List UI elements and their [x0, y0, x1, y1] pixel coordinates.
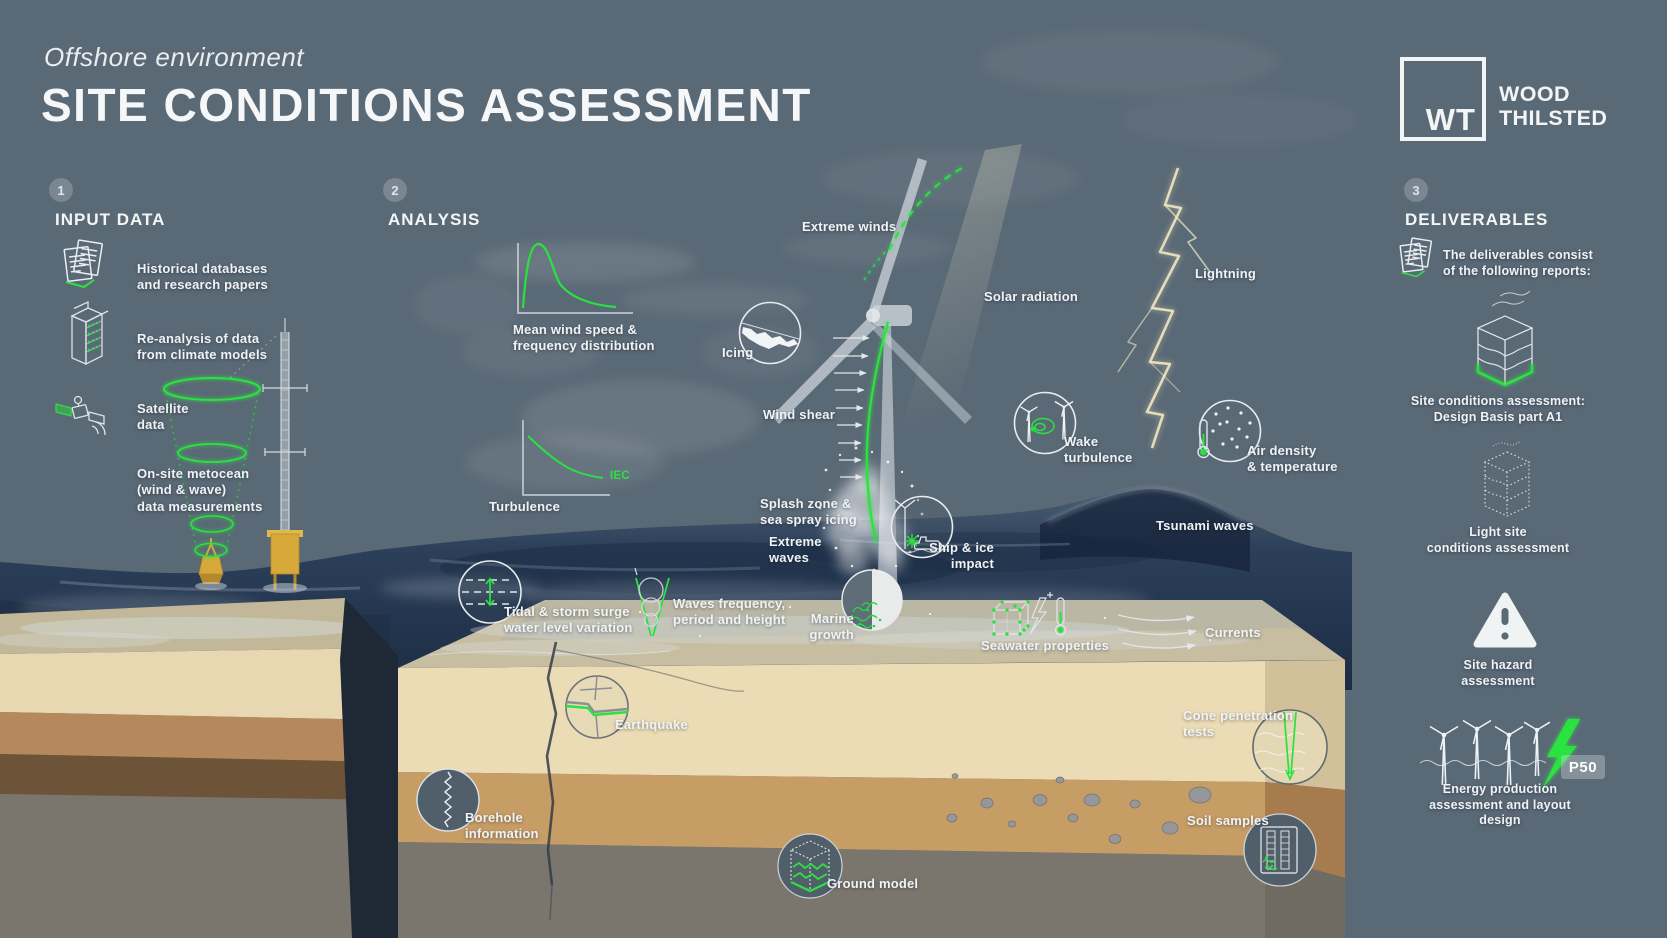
- label-ground-model: Ground model: [827, 876, 919, 891]
- label-deliverables-intro: The deliverables consist of the followin…: [1443, 248, 1593, 278]
- earthquake-icon: [565, 675, 629, 739]
- section-title-analysis: ANALYSIS: [388, 210, 481, 229]
- label-tsunami-waves: Tsunami waves: [1156, 518, 1254, 533]
- label-tidal-storm-surge: Tidal & storm surge water level variatio…: [504, 604, 633, 636]
- label-earthquake: Earthquake: [615, 717, 688, 732]
- wind-turbine: [772, 158, 972, 614]
- section-title-input-data: INPUT DATA: [55, 210, 166, 229]
- extreme-winds-gust-curve: [863, 167, 963, 281]
- dotted-cube-icon: [1483, 440, 1531, 517]
- section-number-1: 1: [49, 178, 73, 202]
- label-solar-radiation: Solar radiation: [984, 289, 1079, 304]
- thermometer-icon: [1197, 419, 1210, 459]
- label-icing: Icing: [722, 345, 754, 360]
- waves-frequency-icon: [634, 567, 670, 637]
- label-ship-ice-impact: Ship & ice impact: [929, 540, 994, 572]
- label-energy-production: Energy production assessment and layout …: [1429, 782, 1571, 827]
- label-extreme-winds: Extreme winds: [802, 219, 897, 234]
- lidar-scan-cone: [163, 377, 261, 558]
- rocks: [946, 773, 1212, 844]
- wt-monogram: WT: [1425, 102, 1476, 137]
- lightning-graphic: [1117, 166, 1211, 450]
- label-design-basis: Site conditions assessment: Design Basis…: [1410, 394, 1586, 424]
- warning-triangle-icon: [1473, 592, 1537, 648]
- label-light-assessment: Light site conditions assessment: [1426, 525, 1570, 555]
- label-historical-databases: Historical databases and research papers: [137, 261, 268, 293]
- label-soil-samples: Soil samples: [1187, 813, 1269, 828]
- section-number-2: 2: [383, 178, 407, 202]
- label-extreme-waves: Extreme waves: [769, 534, 822, 566]
- ship-ice-impact-icon: [890, 495, 954, 559]
- ground-model-icon: [777, 833, 843, 899]
- chart-wind-distribution: [517, 242, 633, 314]
- label-onsite-metocean: On-site metocean (wind & wave) data meas…: [137, 466, 263, 514]
- borehole-icon: [416, 768, 480, 832]
- splash-cloud: [818, 446, 924, 574]
- label-satellite-data: Satellite data: [137, 401, 189, 433]
- label-wake-turbulence: Wake turbulence: [1064, 434, 1133, 466]
- tsunami-wave-crest: [1040, 489, 1250, 572]
- wind-swirls: [413, 30, 1360, 490]
- sea-temperature-icon: [1054, 597, 1067, 636]
- wake-turbulence-icon: [1013, 391, 1077, 455]
- label-currents: Currents: [1205, 625, 1261, 640]
- label-mean-wind-speed: Mean wind speed & frequency distribution: [513, 322, 655, 354]
- label-cone-penetration: Cone penetration tests: [1183, 708, 1294, 740]
- label-air-density: Air density & temperature: [1247, 443, 1338, 475]
- seawater-properties-icons: [992, 592, 1067, 636]
- label-waves-frequency: Waves frequency, period and height: [673, 596, 786, 628]
- cone-penetration-icon: [1252, 709, 1328, 785]
- wind-shear-profile: [833, 321, 890, 543]
- section-title-deliverables: DELIVERABLES: [1405, 210, 1549, 229]
- section-number-3: 3: [1404, 178, 1428, 202]
- wave-buoy: [195, 538, 227, 590]
- marine-growth-icon: [841, 569, 903, 631]
- solar-radiation-beam: [900, 144, 1022, 432]
- p50-badge: P50: [1561, 755, 1605, 779]
- tidal-variation-icon: [458, 560, 522, 624]
- air-density-icon: [1197, 399, 1262, 463]
- seabed-left-block: [0, 598, 398, 938]
- icing-icon: [738, 301, 802, 365]
- currents-arrows: [1117, 614, 1197, 650]
- salinity-bolt-icon: [1029, 592, 1053, 635]
- label-wind-shear: Wind shear: [763, 407, 835, 422]
- satellite-icon: [55, 395, 106, 436]
- energy-bolt-icon: [1542, 719, 1580, 789]
- company-name: WOOD THILSTED: [1499, 82, 1608, 130]
- header-eyebrow: Offshore environment: [44, 42, 305, 72]
- label-site-hazard: Site hazard assessment: [1461, 658, 1535, 688]
- wind-farm-icon: [1419, 719, 1580, 789]
- label-iec: IEC: [610, 470, 630, 482]
- layered-cube-icon: [1476, 290, 1534, 387]
- label-splash-zone: Splash zone & sea spray icing: [760, 496, 857, 528]
- label-turbulence: Turbulence: [489, 499, 561, 514]
- server-stack-icon: [70, 300, 109, 366]
- wt-logo-mark: WT: [1400, 57, 1486, 141]
- label-borehole: Borehole information: [465, 810, 539, 842]
- label-lightning: Lightning: [1195, 266, 1256, 281]
- met-mast: [262, 318, 308, 593]
- label-reanalysis-climate: Re-analysis of data from climate models: [137, 331, 268, 363]
- page-title: SITE CONDITIONS ASSESSMENT: [41, 79, 812, 131]
- chart-turbulence: [522, 420, 610, 496]
- label-marine-growth: Marine growth: [809, 611, 854, 643]
- label-seawater-properties: Seawater properties: [981, 638, 1110, 653]
- earthquake-crack: [545, 641, 745, 921]
- soil-samples-icon: [1243, 813, 1317, 887]
